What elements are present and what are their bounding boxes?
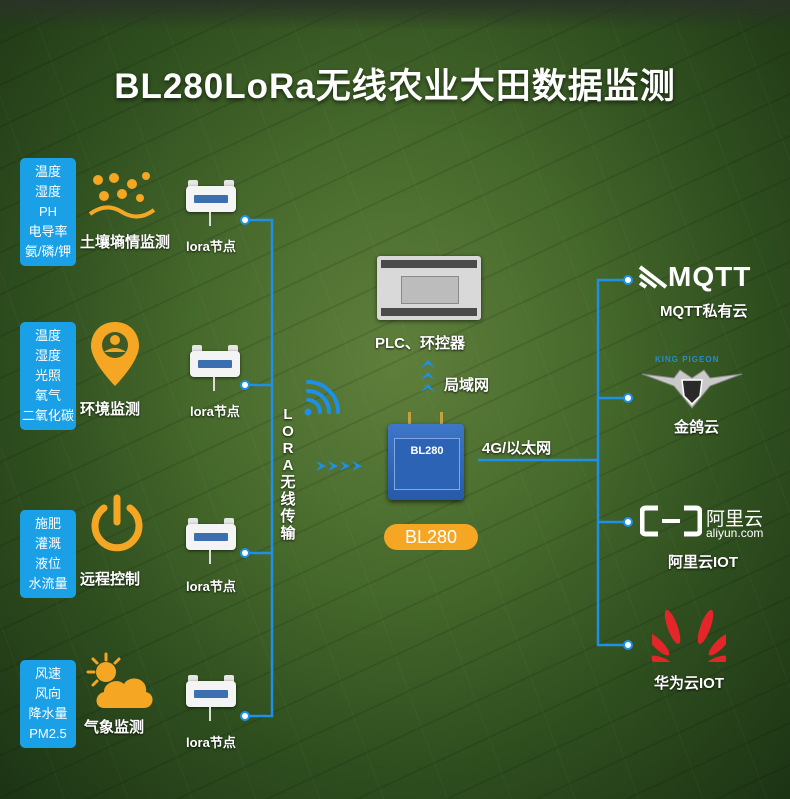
aliyun-logo-domain: aliyun.com [706,526,764,540]
line-dot [240,548,250,558]
bl280-gateway-device: BL280 [388,424,464,500]
tag: 水流量 [28,576,68,591]
mqtt-logo-text: MQTT [668,261,752,292]
line-dot [240,711,250,721]
lora-node-label: lora节点 [186,239,236,254]
soil-icon [88,172,156,219]
line-dot [240,380,250,390]
tag: 湿度 [34,348,61,363]
antenna-icon [440,412,443,426]
line-dot [623,393,633,403]
tag: 风速 [34,666,61,681]
soil-tags: 温度 湿度 PH 电导率 氨/磷/钾 [20,158,76,266]
lora-node-device [186,518,236,564]
tag: 液位 [34,556,61,571]
power-icon [91,494,143,552]
aliyun-logo-icon [640,505,702,537]
cloud-bus-line [596,278,628,647]
tag: 风向 [34,686,61,701]
line-dot [240,215,250,225]
king-pigeon-logo-icon [641,369,743,409]
aliyun-cloud-label: 阿里云IOT [668,554,738,571]
line-dot [623,275,633,285]
lora-node-device [186,675,236,721]
environment-monitoring-label: 环境监测 [80,401,141,418]
lora-node-label: lora节点 [186,735,236,750]
tag: 电导率 [28,224,68,239]
lora-bus-line [245,218,274,718]
tag: 氨/磷/钾 [24,244,72,259]
lora-transmission-label: LORA无线传输 [280,406,296,542]
weather-icon [86,652,153,708]
aliyun-logo-text: 阿里云 [706,509,764,530]
tag: 灌溉 [34,536,61,551]
huawei-logo-icon [652,609,726,662]
page-title: BL280LoRa无线农业大田数据监测 [114,67,676,106]
tag: 施肥 [34,516,61,531]
weather-monitoring-label: 气象监测 [84,719,145,736]
chevron-right-icon [316,461,362,471]
lora-node-label: lora节点 [186,579,236,594]
line-dot [623,517,633,527]
line-dot [623,640,633,650]
tag: 二氧化碳 [21,408,74,423]
gateway-name-badge: BL280 [384,524,478,550]
lan-label: 局域网 [444,377,490,394]
king-pigeon-cloud-label: 金鸽云 [674,419,720,436]
lora-node-device [186,180,236,226]
mqtt-cloud-label: MQTT私有云 [660,303,748,320]
location-pin-icon [91,322,139,386]
tag: 温度 [34,328,61,343]
plc-device [377,256,481,320]
tag: 氧气 [34,388,61,403]
lora-node-device [190,345,240,391]
mqtt-logo-icon [638,265,668,289]
environment-tags: 温度 湿度 光照 氧气 二氧化碳 [20,322,76,430]
control-tags: 施肥 灌溉 液位 水流量 [20,510,76,598]
tag: 温度 [34,164,61,179]
tag: PM2.5 [29,726,67,741]
chevron-up-icon [421,360,435,392]
huawei-cloud-label: 华为云IOT [654,675,724,692]
tag: 光照 [34,368,61,383]
soil-monitoring-label: 土壤墒情监测 [80,234,171,251]
tag: PH [38,204,58,219]
gateway-panel-text: BL280 [410,445,444,457]
king-pigeon-logo-text: KING PIGEON [655,355,720,364]
network-label: 4G/以太网 [482,440,552,457]
tag: 降水量 [28,706,68,721]
remote-control-label: 远程控制 [80,571,141,588]
plc-label: PLC、环控器 [375,335,466,352]
wireless-signal-icon [304,380,340,416]
tag: 湿度 [34,184,61,199]
lora-node-label: lora节点 [190,404,240,419]
weather-tags: 风速 风向 降水量 PM2.5 [20,660,76,748]
antenna-icon [408,412,411,426]
